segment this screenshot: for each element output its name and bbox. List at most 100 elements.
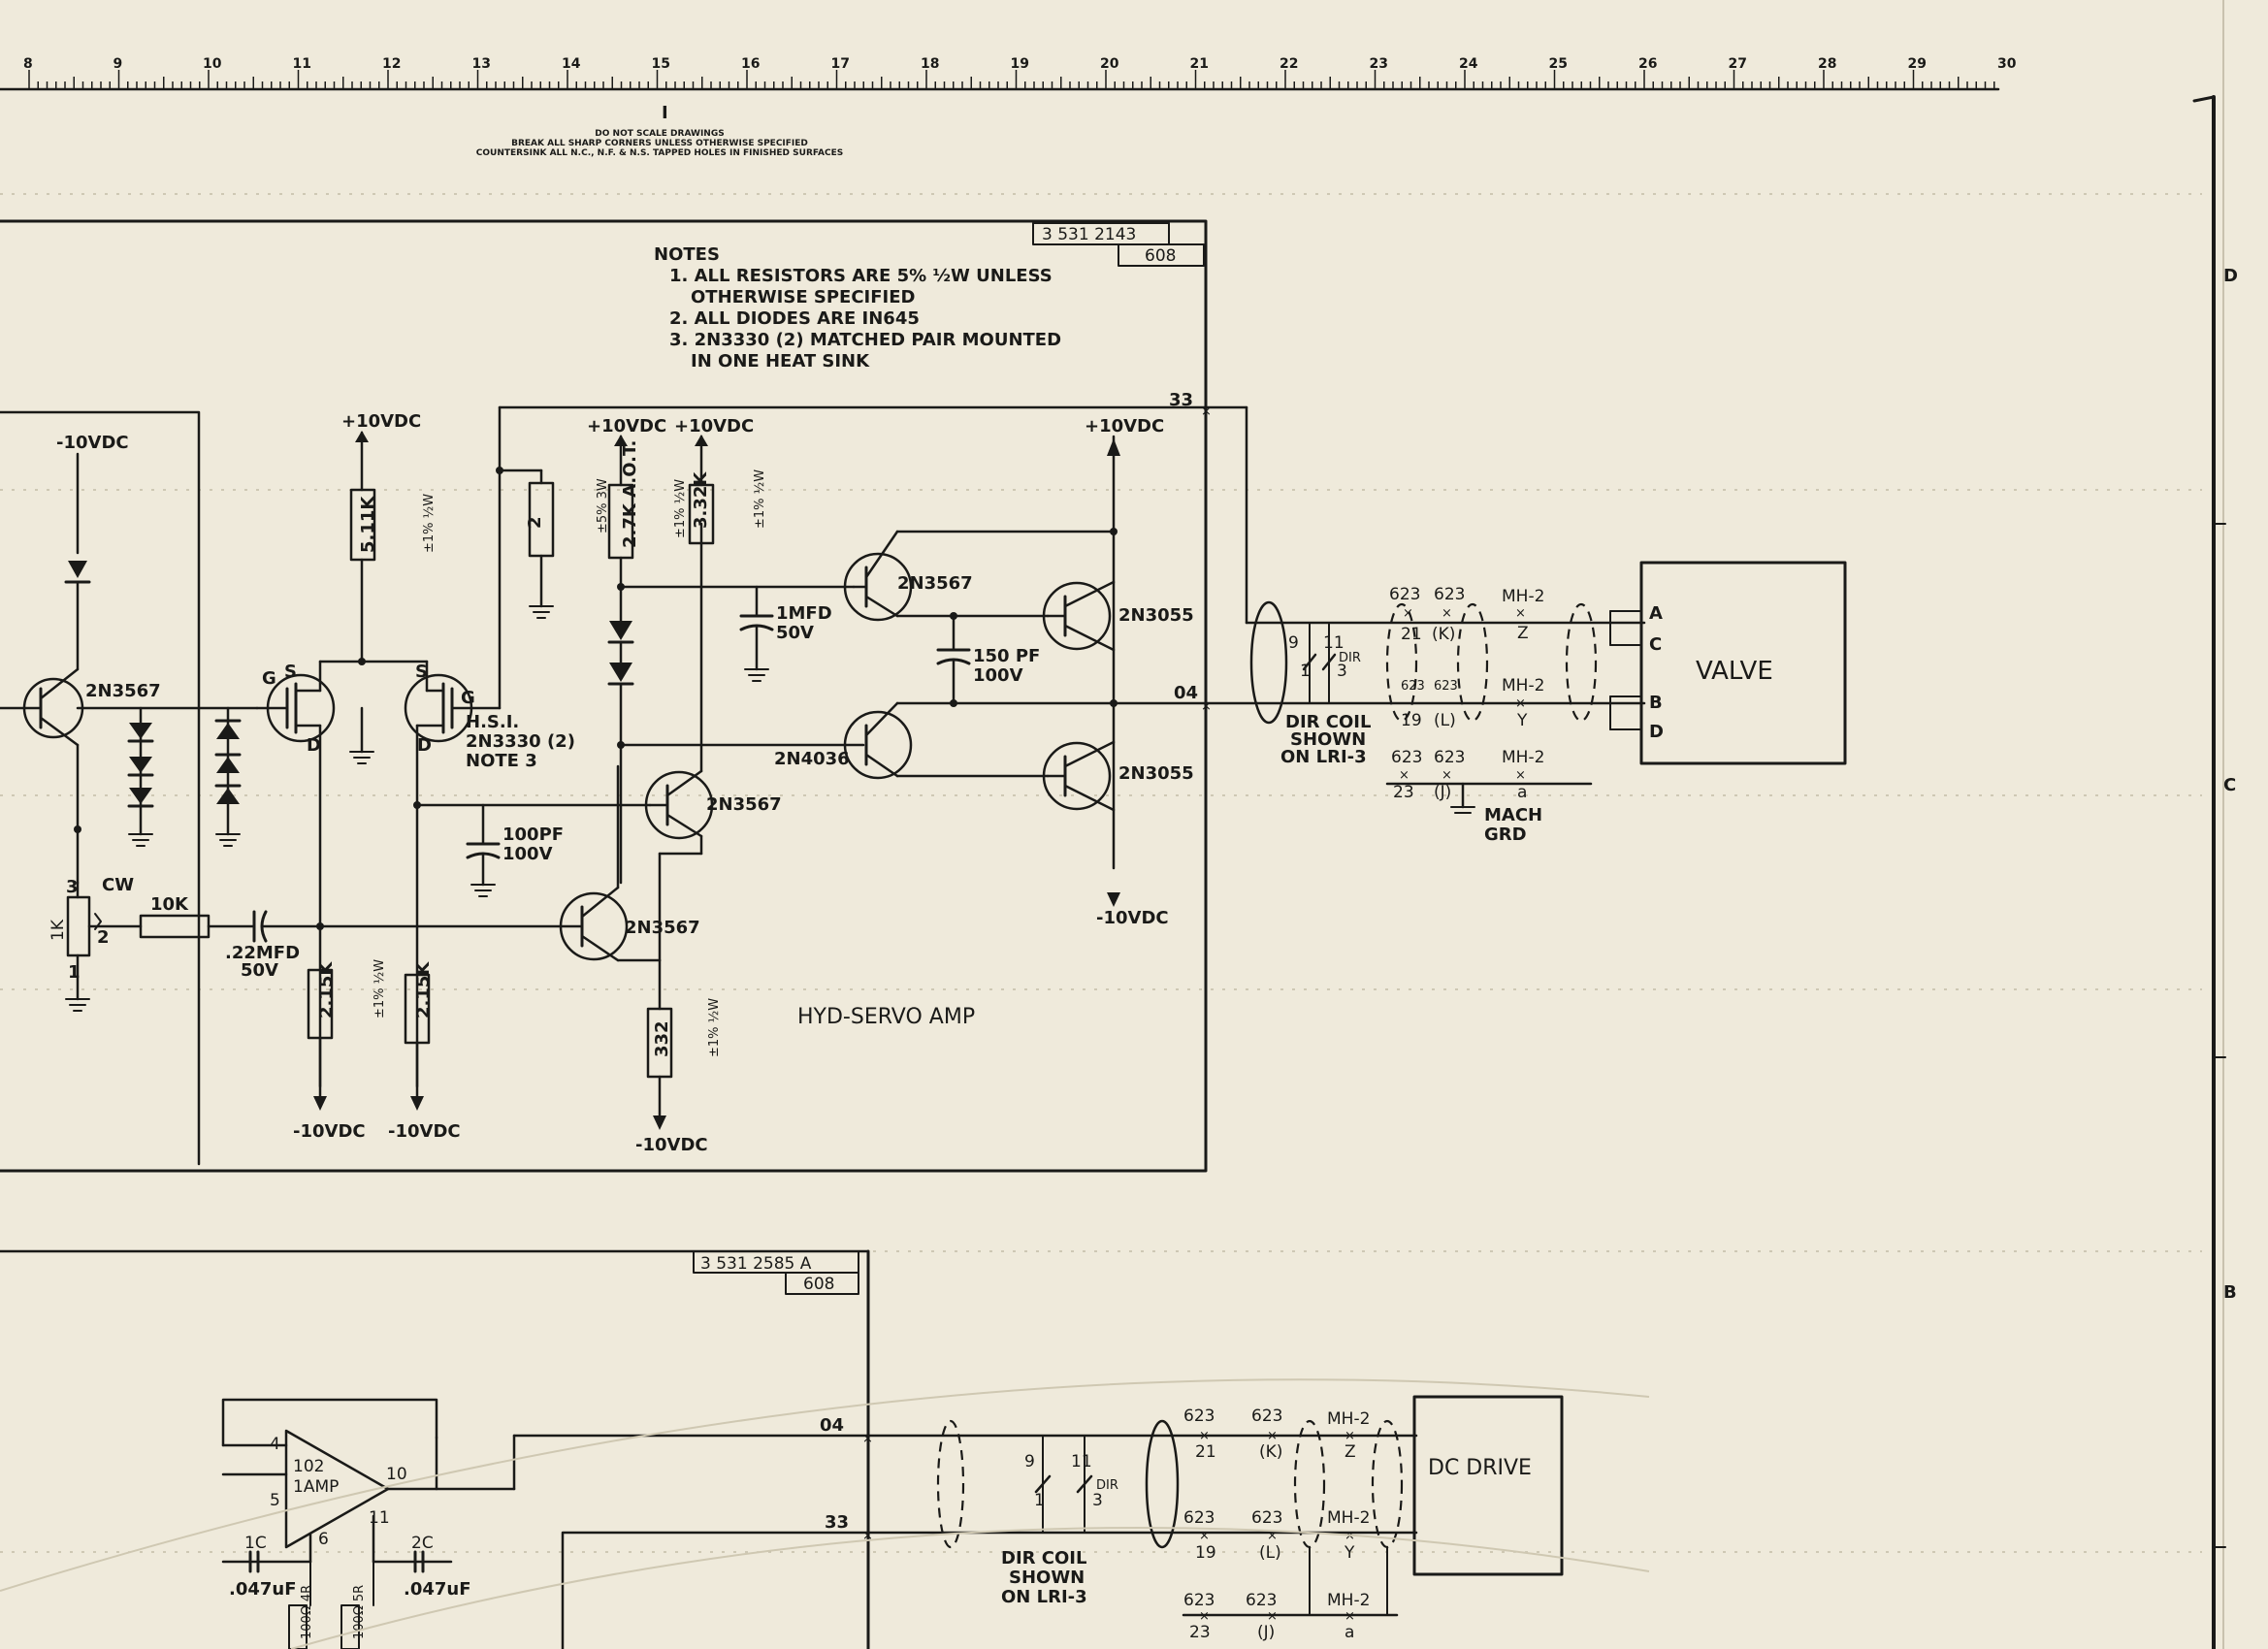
fet-2-drain: D bbox=[417, 735, 432, 756]
ruler-number: 22 bbox=[1280, 56, 1298, 72]
lo-t623f: 623 bbox=[1246, 1591, 1277, 1610]
ruler-number: 30 bbox=[1997, 56, 2017, 72]
lower-wire-33-label: 33 bbox=[825, 1512, 849, 1533]
up-t23: 23 bbox=[1393, 783, 1414, 802]
c-22-voltage: 50V bbox=[241, 960, 278, 981]
up-t21: 21 bbox=[1401, 625, 1422, 644]
op-amp: 102 1AMP 4 5 6 11 10 bbox=[221, 1398, 870, 1564]
note-1b: OTHERWISE SPECIFIED bbox=[691, 287, 915, 307]
ruler-number: 21 bbox=[1190, 56, 1209, 72]
neg-supply-d: -10VDC bbox=[635, 1135, 708, 1155]
ruler-number: 27 bbox=[1729, 56, 1747, 72]
up-mhz: Z bbox=[1517, 624, 1529, 643]
q-out1-label: 2N3055 bbox=[1118, 605, 1194, 626]
lower-coil-dir: DIR bbox=[1096, 1478, 1118, 1493]
lo-t21: 21 bbox=[1195, 1442, 1216, 1462]
notes-block: NOTES 1. ALL RESISTORS ARE 5% ½W UNLESS … bbox=[654, 244, 1061, 372]
dc-drive-box bbox=[1412, 1395, 1564, 1576]
r-27k-tol: ±1% ½W bbox=[673, 479, 688, 538]
fet-1-source: S bbox=[284, 662, 297, 682]
pot-value: 1K bbox=[49, 919, 68, 941]
q-low-transistor-icon bbox=[559, 891, 629, 961]
driver-stage: 100PF 100V 2N3567 2N3567 332 ±1% ½W -10V… bbox=[413, 522, 782, 1155]
valve-pin-a: A bbox=[1649, 603, 1663, 624]
amp-pin-10: 10 bbox=[386, 1465, 407, 1484]
lo-t623b: 623 bbox=[1251, 1406, 1282, 1426]
ruler-number: 15 bbox=[652, 56, 670, 72]
ruler-number: 9 bbox=[113, 56, 123, 72]
diode-stack-1 bbox=[127, 706, 154, 847]
neg-supply-c: -10VDC bbox=[388, 1121, 461, 1142]
lo-t623a: 623 bbox=[1183, 1406, 1215, 1426]
diode-stack-2 bbox=[214, 706, 242, 847]
c1-value: .047uF bbox=[229, 1579, 297, 1600]
upper-coil-1: 1 bbox=[1300, 662, 1311, 681]
q-mid-label: 2N3567 bbox=[706, 794, 782, 815]
up-mh1: MH-2 bbox=[1502, 587, 1544, 606]
ruler-number: 25 bbox=[1549, 56, 1568, 72]
q-mid-transistor-icon bbox=[644, 770, 714, 840]
q-out1-icon bbox=[1042, 581, 1112, 651]
upper-sheet-number: 608 bbox=[1145, 246, 1176, 266]
lower-coil-1: 1 bbox=[1034, 1491, 1045, 1510]
op-amp-icon bbox=[284, 1429, 390, 1549]
up-t623b: 623 bbox=[1434, 585, 1465, 604]
svg-text:×: × bbox=[1442, 606, 1452, 621]
up-t623e: 623 bbox=[1391, 748, 1422, 767]
mach-label: MACH bbox=[1484, 805, 1542, 825]
q-4036-icon bbox=[843, 710, 913, 780]
svg-text:×: × bbox=[1345, 1429, 1355, 1443]
input-rc-network: 10K .22MFD 50V bbox=[139, 894, 584, 981]
svg-text:×: × bbox=[1515, 768, 1526, 783]
ruler-number: 28 bbox=[1818, 56, 1836, 72]
q1-label: 2N3567 bbox=[85, 681, 161, 701]
c2-label: 2C bbox=[411, 1534, 434, 1553]
up-mh2: MH-2 bbox=[1502, 676, 1544, 695]
ruler-number: 20 bbox=[1100, 56, 1119, 72]
zone-letter-d: D bbox=[2223, 266, 2238, 286]
ruler-number: 11 bbox=[293, 56, 311, 72]
r-215k-a-tol: ±1% ½W bbox=[373, 959, 387, 1018]
c-150pf-voltage: 100V bbox=[973, 665, 1023, 686]
up-mh3: MH-2 bbox=[1502, 748, 1544, 767]
svg-text:×: × bbox=[1399, 768, 1409, 783]
valve-pin-d: D bbox=[1649, 722, 1664, 742]
note-2: 2. ALL DIODES ARE IN645 bbox=[669, 308, 920, 329]
ruler-ticks bbox=[28, 70, 1995, 89]
up-t623d: 623 bbox=[1434, 679, 1458, 694]
upper-coil-dir: DIR bbox=[1339, 651, 1361, 665]
drawing-general-notes: I DO NOT SCALE DRAWINGS BREAK ALL SHARP … bbox=[476, 103, 843, 158]
upper-drawing-number: 3 531 2143 bbox=[1042, 225, 1136, 244]
r-332-tol: ±1% ½W bbox=[707, 998, 722, 1057]
r-511k-tol: ±1% ½W bbox=[422, 494, 437, 553]
pot-pin-1: 1 bbox=[68, 962, 81, 983]
bias-resistors: 2 ±5% 3W +10VDC 2.7K A.O.T. ±1% ½W +10VD… bbox=[496, 416, 865, 885]
svg-text:×: × bbox=[1201, 699, 1212, 714]
upper-coil-caption-3: ON LRI-3 bbox=[1280, 747, 1367, 767]
lo-t623d: 623 bbox=[1251, 1508, 1282, 1528]
input-diode-icon bbox=[68, 561, 87, 578]
ruler-number: 24 bbox=[1459, 56, 1478, 72]
r5-label: 100Ω 5R bbox=[352, 1585, 367, 1639]
q-low-label: 2N3567 bbox=[625, 918, 700, 938]
general-note-1: DO NOT SCALE DRAWINGS bbox=[595, 129, 724, 139]
r-215k-b-label: 2.15K bbox=[413, 961, 434, 1018]
zone-letter-c: C bbox=[2223, 775, 2236, 795]
amp-pin-5: 5 bbox=[270, 1491, 280, 1510]
zone-letter-b: B bbox=[2223, 1282, 2237, 1303]
fet-supply-label: +10VDC bbox=[341, 411, 421, 432]
upper-wire-04-label: 04 bbox=[1174, 683, 1198, 703]
c-1mfd-voltage: 50V bbox=[776, 623, 814, 643]
ruler-number: 12 bbox=[382, 56, 401, 72]
input-transistor-stage: -10VDC 2N3567 bbox=[0, 433, 259, 885]
q-4036-label: 2N4036 bbox=[774, 749, 850, 769]
lower-coil-caption-3: ON LRI-3 bbox=[1001, 1587, 1087, 1607]
fold-marks bbox=[0, 1378, 1650, 1649]
up-t623a: 623 bbox=[1389, 585, 1420, 604]
up-tL: (L) bbox=[1434, 711, 1456, 730]
svg-text:×: × bbox=[1199, 1529, 1210, 1543]
upper-wire-33-label: 33 bbox=[1169, 390, 1193, 410]
gain-potentiometer: 1K CW 3 2 1 bbox=[49, 875, 143, 1012]
lower-coil-3: 3 bbox=[1092, 1491, 1103, 1510]
pot-pin-2: 2 bbox=[97, 927, 110, 948]
